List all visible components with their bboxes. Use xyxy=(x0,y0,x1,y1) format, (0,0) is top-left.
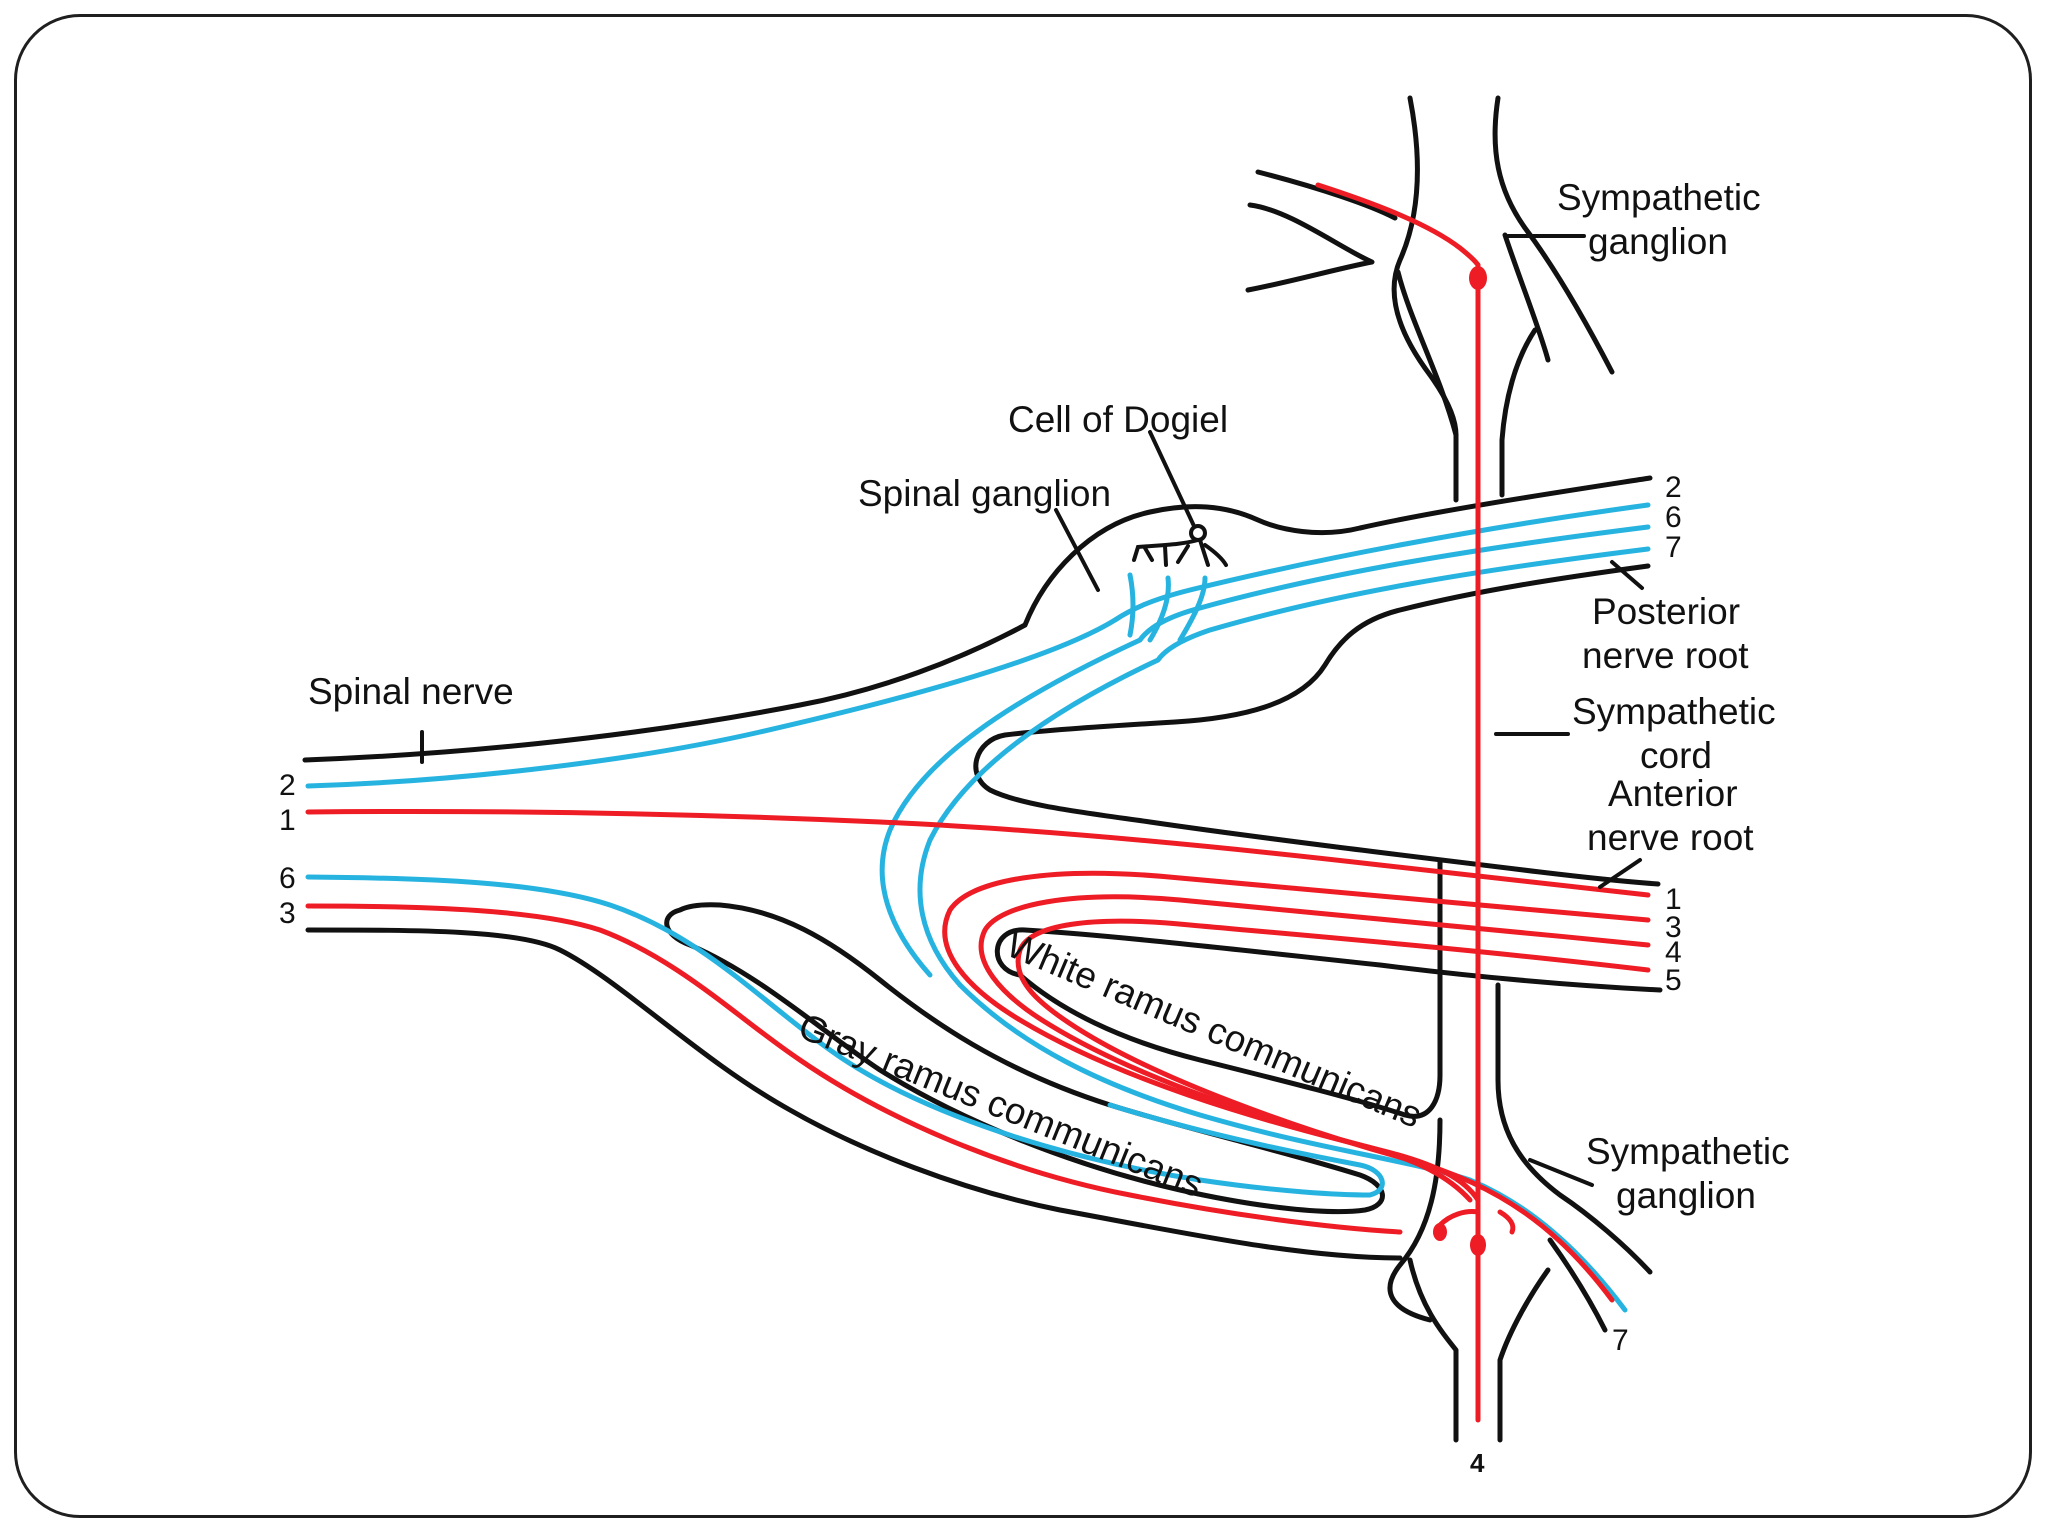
blue-dendrite-1 xyxy=(1127,572,1136,638)
dogiel-process-4 xyxy=(1176,544,1190,564)
red-synapse-branch-1 xyxy=(1437,1209,1481,1228)
upper-ganglion-notch-outline xyxy=(1245,202,1375,293)
lower-ganglion-cell-body-1 xyxy=(1470,1234,1486,1256)
leader-anterior-root xyxy=(1598,858,1642,889)
sympathetic-ganglion-bottom-label-1: Sympathetic xyxy=(1586,1131,1790,1172)
trunk-bottom-right-outline xyxy=(1497,1267,1551,1443)
fiber-5-red-anterior xyxy=(1015,918,1651,1303)
spinal-fiber-number: 1 xyxy=(279,804,296,837)
sympathetic-ganglion-bottom-label-2: ganglion xyxy=(1616,1175,1756,1216)
red-synapse-branch-2 xyxy=(1497,1209,1516,1235)
gray-ramus-label: Gray ramus communicans xyxy=(793,1005,1209,1205)
trunk-upper-left-outline xyxy=(1391,95,1459,503)
anterior-root-bottom-outline xyxy=(994,927,1663,993)
spinal-fiber-number: 2 xyxy=(279,769,296,802)
fiber-7-blue-posterior xyxy=(917,546,1651,988)
sympathetic-cord-label-2: cord xyxy=(1640,735,1712,776)
dogiel-process-6 xyxy=(1143,546,1154,562)
posterior-root-top-outline xyxy=(1022,475,1653,628)
trunk-upper-right-branch-outline xyxy=(1502,232,1551,363)
posterior-fiber-number: 2 xyxy=(1665,471,1682,504)
blue-dendrite-3 xyxy=(1177,575,1208,643)
sympathetic-ganglion-top-label-1: Sympathetic xyxy=(1557,177,1761,218)
trunk-upper-lower-left-outline xyxy=(1395,269,1459,438)
posterior-fiber-number: 7 xyxy=(1665,531,1682,564)
trunk-bottom-left-outline xyxy=(1407,1257,1459,1443)
bottom-cord-fiber-number: 4 xyxy=(1470,1448,1485,1478)
blue-dendrite-2 xyxy=(1147,575,1171,643)
upper-ganglion-cell-body xyxy=(1469,266,1487,290)
dogiel-process-2 xyxy=(1163,544,1168,567)
upper-red-branch xyxy=(1315,182,1481,268)
dogiel-process-3 xyxy=(1198,538,1210,567)
posterior-fiber-number: 6 xyxy=(1665,501,1682,534)
anterior-root-label-1: Anterior xyxy=(1608,773,1738,814)
leader-posterior-root xyxy=(1610,560,1644,590)
trunk-lower-left-outline xyxy=(1387,1117,1443,1323)
posterior-root-bottom-outline xyxy=(973,563,1661,887)
trunk-upper-lower-right-outline xyxy=(1499,327,1538,498)
anterior-fiber-number: 4 xyxy=(1665,936,1682,969)
gray-ramus-outline xyxy=(664,902,1385,1215)
leader-cell-of-dogiel xyxy=(1148,430,1196,528)
spinal-fiber-number: 3 xyxy=(279,897,296,930)
anterior-fiber-number: 5 xyxy=(1665,964,1682,997)
sympathetic-ganglion-top-label-2: ganglion xyxy=(1588,221,1728,262)
trunk-upper-right-outline xyxy=(1492,95,1615,375)
spinal-nerve-bottom-outline xyxy=(305,927,1403,1261)
upper-ganglion-branch-outline xyxy=(1255,169,1398,221)
leader-spinal-ganglion xyxy=(1054,508,1100,592)
spinal-nerve-label: Spinal nerve xyxy=(308,671,514,712)
slide-frame xyxy=(14,14,2032,1518)
anterior-root-label-2: nerve root xyxy=(1587,817,1754,858)
spinal-fiber-number: 6 xyxy=(279,862,296,895)
cell-of-dogiel-body xyxy=(1189,524,1207,542)
fiber-6-blue-posterior xyxy=(879,524,1651,978)
spinal-ganglion-label: Spinal ganglion xyxy=(858,473,1111,514)
trunk-bottom-branch-outline xyxy=(1547,1237,1608,1333)
fiber-6-blue-spinal xyxy=(305,874,1385,1198)
bottom-right-fiber-number: 7 xyxy=(1612,1324,1629,1357)
anterior-fiber-number: 3 xyxy=(1665,911,1682,944)
anterior-fiber-number: 1 xyxy=(1665,883,1682,916)
white-ramus-outer-outline xyxy=(1017,857,1443,1119)
cell-of-dogiel-label: Cell of Dogiel xyxy=(1008,399,1228,440)
fiber-2-blue xyxy=(305,502,1651,789)
trunk-lower-right-outline xyxy=(1495,982,1653,1275)
leader-sympathetic-ganglion-bottom xyxy=(1528,1158,1594,1187)
fiber-1-red xyxy=(305,808,1651,898)
fiber-3-red xyxy=(305,903,1403,1235)
posterior-root-label-1: Posterior xyxy=(1592,591,1740,632)
posterior-root-label-2: nerve root xyxy=(1582,635,1749,676)
lower-ganglion-cell-body-2 xyxy=(1433,1223,1447,1241)
dogiel-process-5 xyxy=(1203,543,1228,567)
sympathetic-cord-label-1: Sympathetic xyxy=(1572,691,1776,732)
